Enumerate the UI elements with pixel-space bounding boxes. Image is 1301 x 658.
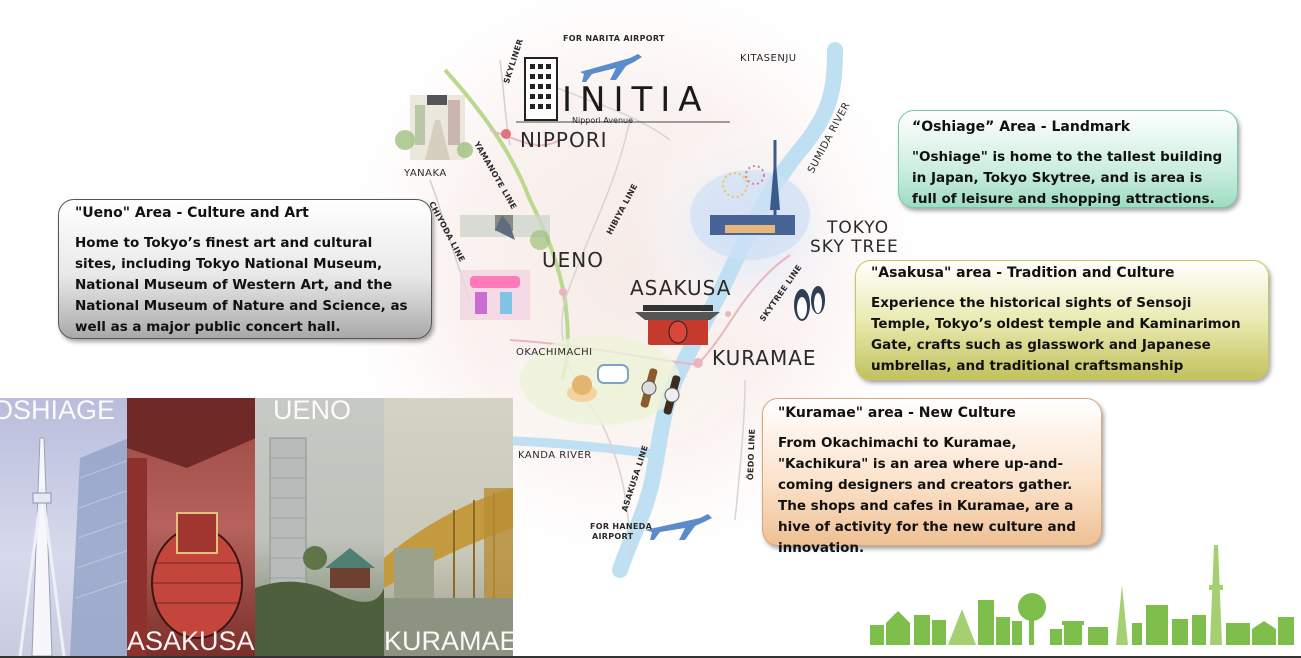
nippori-station-dot [501, 129, 511, 139]
initia-brand-subtitle: Nippori Avenue [572, 116, 634, 125]
station-tokyo-skytree-label-line1: TOKYO [827, 218, 890, 238]
city-skyline-decoration [870, 545, 1294, 645]
ueno-park-illustration [460, 215, 550, 320]
callout-kuramae: "Kuramae" area - New Culture From Okachi… [762, 398, 1102, 556]
airport-narita-label: FOR NARITA AIRPORT [563, 34, 665, 43]
callout-asakusa-body: Experience the historical sights of Sens… [871, 295, 1241, 374]
callout-oshiage: “Oshiage” Area - Landmark "Oshiage" is h… [898, 110, 1238, 208]
callout-oshiage-body: "Oshiage" is home to the tallest buildin… [912, 149, 1223, 207]
photo-oshiage: OSHIAGE [0, 398, 129, 656]
callout-kuramae-title: "Kuramae" area - New Culture [778, 405, 1016, 421]
yanaka-street-illustration [395, 95, 473, 160]
station-asakusa-label: ASAKUSA [630, 276, 732, 300]
line-oedo-label: ŌEDO LINE [746, 428, 757, 481]
photo-asakusa-label: ASAKUSA [127, 626, 255, 656]
airport-haneda-label-line1: FOR HANEDA [590, 522, 653, 531]
callout-ueno-title: "Ueno" Area - Culture and Art [75, 205, 309, 221]
ueno-station-dot [559, 288, 567, 296]
bottom-border-line [0, 656, 1301, 658]
airport-haneda-label-line2: AIRPORT [592, 532, 634, 541]
station-tokyo-skytree-label-line2: SKY TREE [810, 237, 899, 257]
place-yanaka-label: YANAKA [404, 168, 447, 179]
sumida-river [612, 42, 843, 578]
photo-ueno-label: UENO [273, 398, 352, 425]
airplane-narita-icon [580, 54, 642, 82]
photo-kuramae-label: KURAMAE [384, 626, 513, 656]
photo-oshiage-label: OSHIAGE [0, 398, 116, 425]
skytree-line [699, 254, 791, 363]
photo-kuramae: KURAMAE [384, 398, 513, 656]
station-ueno-label: UENO [542, 248, 604, 272]
callout-asakusa-title: "Asakusa" area - Tradition and Culture [871, 265, 1175, 281]
skytree-photo-art [18, 437, 129, 656]
place-kitasenju-label: KITASENJU [740, 53, 797, 64]
callout-kuramae-body: From Okachimachi to Kuramae, "Kachikura"… [778, 435, 1076, 556]
cafe-and-watches-illustration [520, 335, 681, 425]
photo-asakusa: ASAKUSA [127, 398, 256, 656]
station-nippori-label: NIPPORI [520, 128, 608, 152]
skytree-fireworks-illustration [690, 140, 810, 260]
place-okachimachi-label: OKACHIMACHI [516, 347, 593, 358]
ueno-photo-art [255, 437, 384, 656]
callout-oshiage-title: “Oshiage” Area - Landmark [912, 119, 1131, 135]
station-kuramae-label: KURAMAE [712, 346, 817, 370]
penguins-illustration [794, 286, 825, 321]
callout-ueno: "Ueno" Area - Culture and Art Home to To… [58, 199, 432, 339]
callout-ueno-body: Home to Tokyo’s finest art and cultural … [75, 235, 408, 335]
callout-asakusa: "Asakusa" area - Tradition and Culture E… [855, 260, 1269, 380]
kaminarimon-gate-illustration [635, 305, 720, 345]
kuramae-bridge-photo-art [384, 488, 513, 656]
initia-brand-name: INITIA [562, 80, 710, 120]
airplane-haneda-icon [645, 514, 712, 540]
initia-building-icon [516, 57, 730, 123]
oedo-line [734, 379, 746, 521]
river-kanda-label: KANDA RIVER [518, 450, 592, 461]
kaminarimon-photo-art [127, 398, 256, 656]
kuramae-station-dot [693, 358, 703, 368]
photo-ueno: UENO [255, 398, 384, 656]
